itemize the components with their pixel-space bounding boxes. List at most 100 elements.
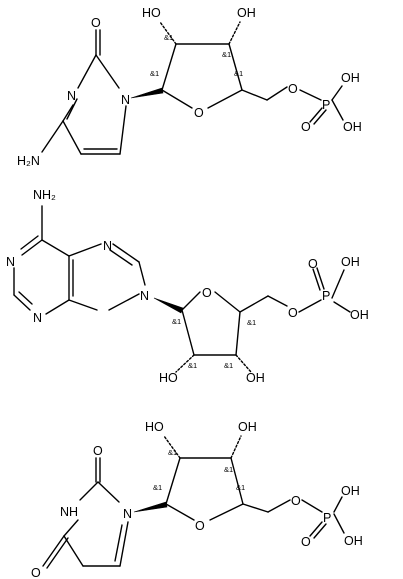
stereo-label: &1 — [236, 483, 245, 492]
atom-label: O — [301, 120, 311, 134]
bond — [41, 239, 70, 257]
stereo-label: &1 — [234, 69, 243, 78]
stereo-label: &1 — [153, 483, 162, 492]
atom-label: N — [67, 89, 76, 103]
bond — [316, 267, 325, 290]
bond — [20, 235, 39, 250]
atom-label: O — [308, 257, 318, 271]
bond — [138, 261, 146, 286]
bond — [214, 291, 241, 313]
atom-label: N — [6, 255, 15, 269]
wedge-bond — [153, 297, 184, 314]
bond — [63, 519, 79, 537]
bond — [313, 109, 327, 125]
bond — [181, 309, 195, 356]
bond — [301, 499, 323, 513]
stereo-label: &1 — [188, 361, 197, 370]
bond — [46, 537, 69, 569]
atom-label: H₂N — [17, 154, 40, 168]
bond — [97, 481, 120, 503]
bond — [181, 291, 201, 311]
bond — [66, 98, 78, 120]
atom-label: OH — [344, 534, 363, 548]
bond — [298, 299, 322, 313]
hash-bond — [235, 354, 252, 373]
atom-label: NH₂ — [33, 188, 56, 202]
bond — [309, 107, 323, 123]
bond — [333, 513, 345, 534]
bond — [63, 535, 84, 567]
bond — [230, 457, 244, 505]
bond — [95, 54, 120, 89]
bond — [209, 503, 244, 521]
stereo-label: &1 — [224, 361, 233, 370]
bond — [333, 301, 351, 313]
hash-bond — [230, 435, 242, 459]
stereo-label: &1 — [150, 69, 159, 78]
atom-label: NH — [60, 505, 78, 519]
atom-label: OH — [341, 255, 360, 269]
bond — [313, 523, 327, 539]
atom-label: O — [291, 494, 301, 508]
bond — [119, 105, 127, 155]
bond — [62, 104, 74, 122]
atom-label: P — [323, 511, 331, 525]
bond — [165, 503, 195, 521]
bond — [239, 295, 269, 313]
bond — [77, 54, 97, 89]
bond — [68, 243, 102, 257]
atom-label: N — [123, 507, 132, 521]
bond — [112, 243, 140, 263]
bond — [266, 86, 288, 101]
atom-label: O — [194, 106, 204, 120]
bond — [114, 524, 123, 562]
bond — [161, 43, 177, 91]
bond — [119, 521, 129, 567]
atom-label: O — [93, 444, 103, 458]
bond — [331, 85, 343, 101]
stereo-label: &1 — [224, 465, 233, 474]
bond — [312, 268, 321, 291]
atom-label: OH — [341, 484, 360, 498]
bond — [108, 293, 140, 311]
atom-label: HO — [159, 371, 178, 385]
bond — [41, 120, 64, 153]
atom-label: P — [322, 289, 330, 303]
bond — [242, 503, 269, 513]
bond — [45, 299, 70, 315]
atom-label: OH — [350, 308, 369, 322]
atom-label: OH — [246, 371, 265, 385]
bond — [309, 521, 323, 537]
hash-bond — [163, 435, 181, 459]
bond — [235, 311, 241, 356]
bond — [161, 89, 193, 109]
bond — [267, 295, 288, 307]
structure-ump: HO OH O NH N O O P OH OH O O &1 &1 &1 &1 — [31, 420, 363, 579]
atom-label: OH — [343, 120, 362, 134]
structure-amp: NH₂ N N N N O O P OH OH O HO OH &1 &1 &1… — [6, 188, 369, 385]
hash-bond — [159, 21, 177, 45]
hash-bond — [175, 354, 195, 373]
bond — [228, 43, 243, 91]
atom-label: HO — [145, 420, 164, 434]
atom-label: N — [121, 93, 130, 107]
atom-label: OH — [341, 71, 360, 85]
atom-label: O — [288, 306, 298, 320]
stereo-label: &1 — [247, 318, 256, 327]
bond — [331, 269, 345, 299]
bond — [42, 535, 65, 567]
bond — [68, 299, 98, 311]
stereo-label: &1 — [172, 317, 181, 326]
atom-label: N — [33, 311, 42, 325]
atom-label: OH — [238, 420, 257, 434]
bond — [62, 120, 82, 155]
bond — [165, 457, 181, 505]
atom-label: HO — [142, 6, 161, 20]
atom-label: O — [202, 286, 212, 300]
atom-label: OH — [237, 6, 256, 20]
bond — [18, 291, 33, 305]
stereo-label: &1 — [168, 448, 177, 457]
bond — [79, 481, 99, 501]
